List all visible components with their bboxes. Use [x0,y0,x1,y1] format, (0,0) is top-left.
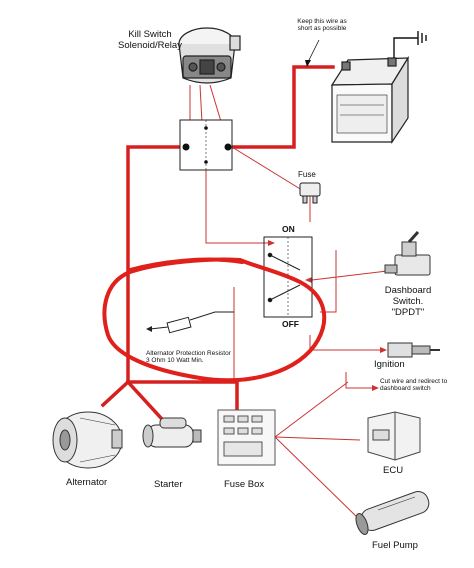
battery-note-line1: Keep this wire as [297,18,347,25]
battery-note: Keep this wire as short as possible [282,18,362,33]
ground-icon [393,31,427,58]
highlight-circle [102,257,327,383]
dashboard-switch-icon [384,230,431,276]
cut-wire-note: Cut wire and redirect to dashboard switc… [380,378,447,393]
fuse-icon [299,182,321,204]
ignition-label: Ignition [374,359,405,370]
dashboard-switch-label-line2: Switch. [392,295,424,307]
starter-icon [142,417,202,448]
resistor-note-line1: Alternator Protection Resistor [146,350,231,357]
switch-on-label: ON [282,224,295,234]
dashboard-switch-label-line3: "DPDT" [391,306,425,318]
fuse-box-icon [217,409,276,466]
fuel-pump-icon [355,491,430,535]
kill-switch-label: Kill Switch Solenoid/Relay [110,29,190,52]
fuse-box-label: Fuse Box [224,479,265,490]
relay-terminal-block [179,119,233,171]
alternator-icon [52,411,123,469]
resistor-note: Alternator Protection Resistor 3 Ohm 10 … [146,350,231,365]
resistor-icon [149,311,234,334]
kill-switch-label-line2: Solenoid/Relay [118,39,182,51]
battery-note-line2: short as possible [297,25,347,33]
alternator-label: Alternator [66,477,108,488]
dashboard-switch-label-line1: Dashboard [384,285,432,296]
kill-switch-relay [178,27,241,84]
switch-off-label: OFF [282,319,299,329]
battery [330,55,410,144]
ignition-icon [387,342,440,358]
starter-label: Starter [154,479,183,490]
ecu-icon [367,411,421,461]
dashboard-switch-label: Dashboard Switch. "DPDT" [375,285,441,319]
dpdt-switch-schematic [263,236,313,318]
kill-switch-label-line1: Kill Switch [128,29,172,40]
note-arrow [307,39,320,63]
fuse-label: Fuse [298,170,316,179]
ecu-label: ECU [383,465,404,476]
cut-wire-note-line2: dashboard switch [380,385,431,393]
fuel-pump-label: Fuel Pump [372,540,418,551]
resistor-note-line2: 3 Ohm 10 Watt Min. [146,357,204,365]
cut-wire-note-line1: Cut wire and redirect to [380,378,448,385]
